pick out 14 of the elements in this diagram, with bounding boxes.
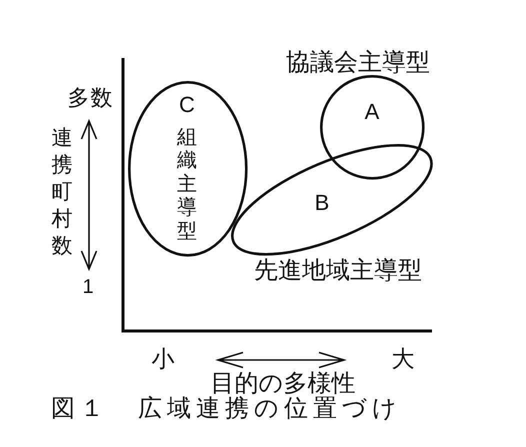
region-letter: C bbox=[179, 94, 195, 116]
type-label: 協議会主導型 bbox=[286, 51, 430, 75]
region-letter: B bbox=[314, 192, 330, 214]
axis-end-label: 小 bbox=[152, 348, 174, 370]
axis-title: 目的の多様性 bbox=[210, 372, 356, 396]
axis-title: 連携町村数 bbox=[52, 126, 72, 260]
ellipse-region bbox=[128, 80, 248, 256]
type-label: 組織主導型 bbox=[176, 126, 197, 244]
axis-end-label: 1 bbox=[82, 277, 94, 297]
type-label: 先進地域主導型 bbox=[254, 258, 422, 283]
axis-end-label: 多数 bbox=[68, 87, 114, 109]
region-letter: A bbox=[364, 100, 380, 123]
figure-caption: 図１ 広域連携の位置づけ bbox=[51, 397, 402, 421]
axis-end-label: 大 bbox=[392, 348, 414, 370]
